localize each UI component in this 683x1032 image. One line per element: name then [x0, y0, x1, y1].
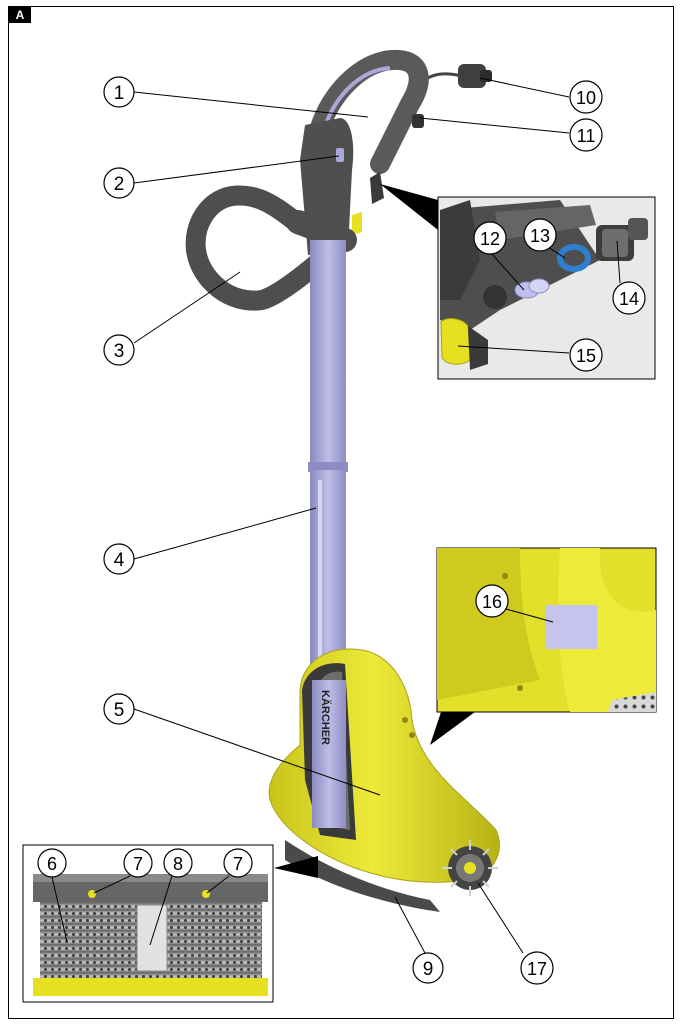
- switch-lever: [412, 114, 424, 128]
- leader-line: [93, 875, 131, 894]
- type-plate: [545, 605, 597, 649]
- inset-pointer: [274, 856, 318, 878]
- svg-text:5: 5: [114, 700, 125, 721]
- leader-line: [419, 117, 570, 134]
- handle-clip: [370, 172, 384, 204]
- brand-logo: KÄRCHER: [319, 690, 332, 745]
- leader-line: [133, 507, 317, 560]
- hose-coupling: [596, 218, 648, 261]
- power-plug: [458, 64, 492, 88]
- callout-3: 3: [103, 334, 135, 366]
- bottom-cover: [285, 840, 440, 912]
- callout-16: 16: [475, 584, 509, 618]
- leader-line: [133, 271, 241, 344]
- inset-vent: [517, 685, 523, 691]
- leader-line: [491, 253, 525, 291]
- callout-1: 1: [103, 76, 135, 108]
- svg-text:7: 7: [233, 854, 243, 874]
- fastening-screw-left: [88, 890, 96, 898]
- callout-2: 2: [103, 167, 135, 199]
- svg-text:4: 4: [114, 550, 125, 571]
- svg-text:7: 7: [133, 854, 143, 874]
- outer-border: [8, 6, 674, 1019]
- callout-5: 5: [103, 693, 135, 725]
- leader-lines: [51, 77, 621, 954]
- callout-13: 13: [523, 218, 557, 252]
- device-main: KÄRCHER: [185, 49, 500, 912]
- callout-7-left: 7: [123, 848, 153, 878]
- additional-handle: [185, 185, 355, 311]
- leader-line: [51, 876, 68, 943]
- callout-11: 11: [569, 118, 603, 152]
- leader-line: [394, 896, 426, 954]
- leader-line: [206, 875, 230, 894]
- svg-text:15: 15: [576, 346, 596, 366]
- leader-line: [477, 882, 524, 954]
- seal-ring: [557, 244, 591, 272]
- callout-14: 14: [612, 281, 646, 315]
- brush-roller-end: [442, 840, 498, 896]
- roller-frame-yellow: [33, 978, 268, 996]
- upper-shaft: [310, 240, 346, 468]
- svg-text:11: 11: [577, 126, 596, 146]
- shaft-in-housing: [312, 680, 346, 828]
- callout-9: 9: [412, 952, 444, 984]
- leader-line: [133, 155, 340, 184]
- inset-roller-edge: [608, 692, 656, 712]
- inset-nameplate: [430, 547, 657, 745]
- leader-line: [547, 246, 566, 259]
- handle-lock-yellow: [352, 212, 362, 235]
- figure-tag: A: [9, 7, 31, 23]
- inset-shade: [437, 548, 540, 700]
- callout-17: 17: [520, 951, 554, 985]
- housing-vent: [402, 717, 408, 723]
- svg-text:13: 13: [530, 226, 550, 246]
- inset-hose-port: [483, 285, 507, 309]
- svg-text:17: 17: [527, 959, 547, 979]
- leader-line: [479, 77, 570, 98]
- handle-grip-insert: [324, 66, 391, 125]
- svg-text:14: 14: [619, 289, 639, 309]
- svg-text:6: 6: [47, 854, 57, 874]
- inset-highlight: [558, 548, 656, 712]
- inset-pointer: [380, 184, 438, 230]
- svg-text:10: 10: [576, 88, 596, 108]
- inset-yellow-clip: [440, 318, 471, 365]
- svg-text:9: 9: [423, 959, 434, 980]
- roller-cover-lip: [33, 874, 268, 882]
- svg-text:16: 16: [482, 592, 502, 612]
- leader-line: [133, 708, 381, 796]
- callout-4: 4: [103, 543, 135, 575]
- leader-line: [457, 345, 570, 354]
- filter-sieve: [514, 278, 550, 299]
- callout-12: 12: [473, 221, 507, 255]
- leader-line: [505, 608, 554, 623]
- housing-vent: [409, 732, 415, 738]
- inset-vent: [502, 573, 508, 579]
- shaft-joint: [308, 462, 348, 472]
- callout-15: 15: [569, 338, 603, 372]
- callout-8: 8: [163, 848, 193, 878]
- additional-handle-mount: [286, 210, 357, 252]
- callout-7-right: 7: [223, 848, 253, 878]
- callout-6: 6: [37, 848, 67, 878]
- leader-line: [133, 91, 369, 118]
- upper-handle: [310, 49, 429, 174]
- inset-clip-shadow: [468, 326, 488, 370]
- svg-text:3: 3: [114, 341, 125, 362]
- svg-text:1: 1: [114, 83, 125, 104]
- svg-text:12: 12: [480, 229, 500, 249]
- roller-cover-top: [33, 880, 268, 902]
- svg-text:2: 2: [114, 174, 125, 195]
- leader-line: [149, 875, 173, 946]
- svg-text:8: 8: [173, 854, 183, 874]
- inset-housing-shade: [440, 200, 480, 300]
- on-off-switch-part: [336, 148, 344, 162]
- callout-10: 10: [569, 80, 603, 114]
- leader-line: [616, 240, 621, 284]
